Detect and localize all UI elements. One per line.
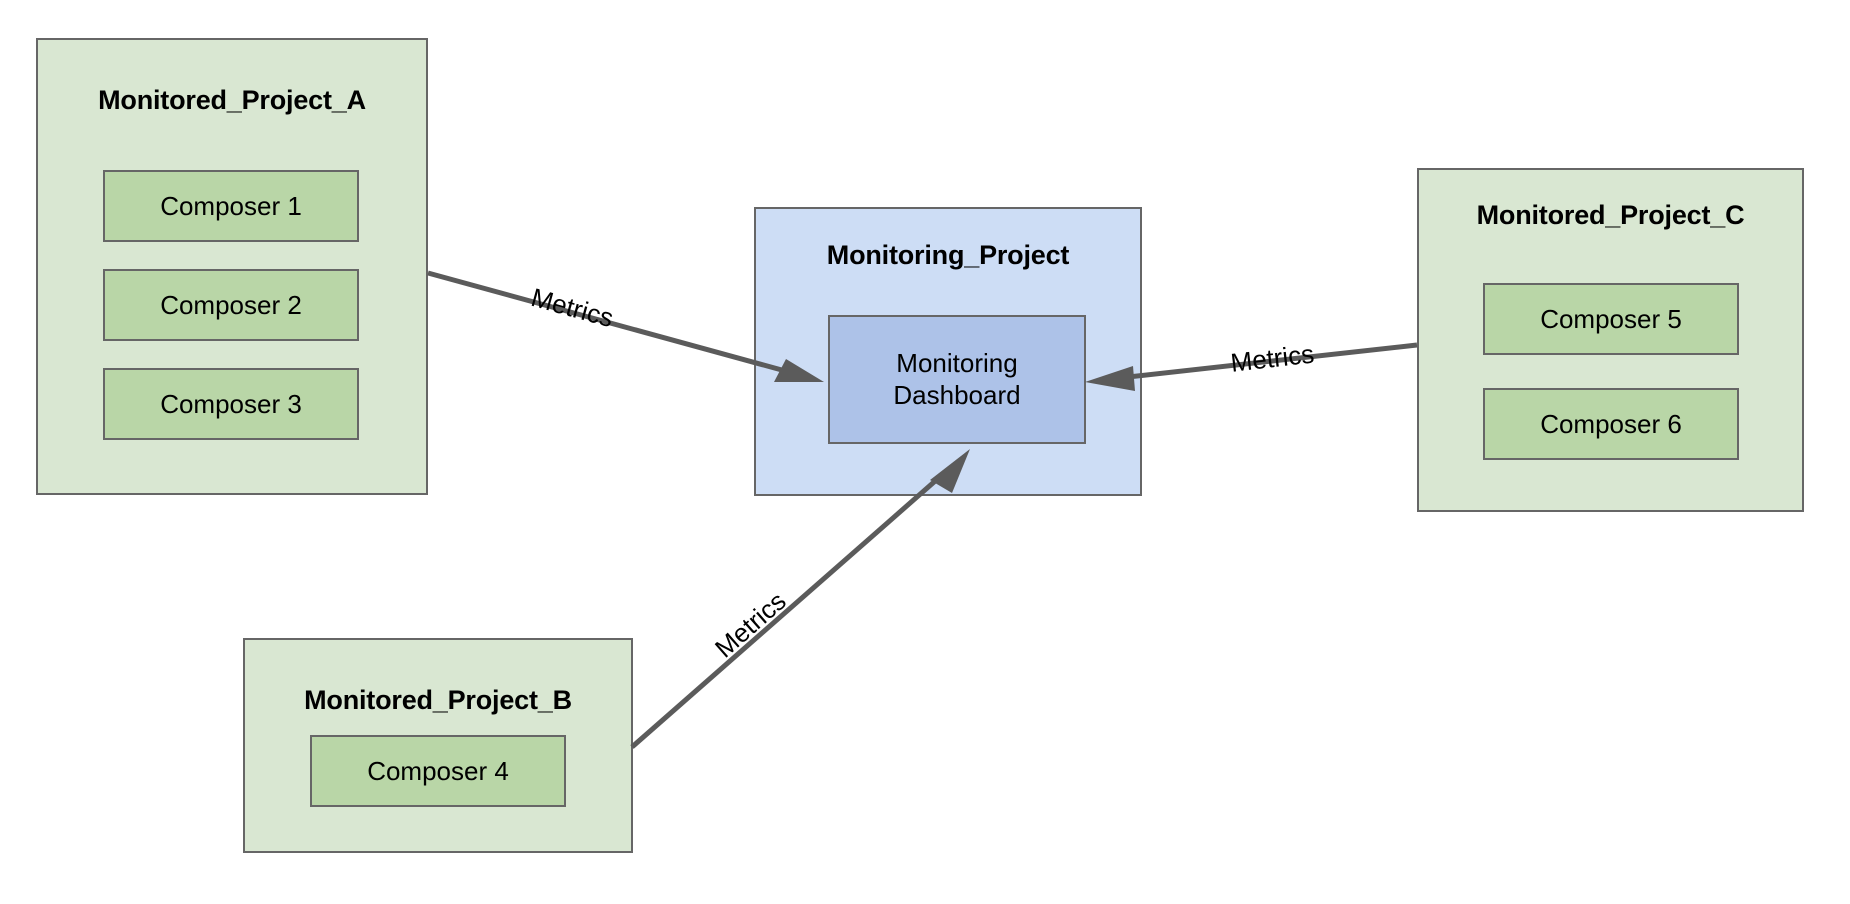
group-title-monitoring-project: Monitoring_Project xyxy=(826,240,1070,270)
group-monitoring-project[interactable]: Monitoring_Project Monitoring Dashboard xyxy=(754,207,1142,496)
edge-c-to-monitoring xyxy=(1085,342,1418,391)
group-monitored-project-c[interactable]: Monitored_Project_C Composer 5 Composer … xyxy=(1417,168,1804,512)
group-title-project-b: Monitored_Project_B xyxy=(304,685,572,715)
group-monitored-project-b[interactable]: Monitored_Project_B Composer 4 xyxy=(243,638,633,853)
edge-b-arrowhead xyxy=(930,449,970,493)
edge-a-to-monitoring xyxy=(427,270,824,382)
composer-5-label: Composer 5 xyxy=(1540,303,1682,334)
composer-5-box[interactable]: Composer 5 xyxy=(1483,283,1739,355)
composer-6-label: Composer 6 xyxy=(1540,408,1682,439)
composer-1-label: Composer 1 xyxy=(160,190,302,221)
edge-a-line xyxy=(427,270,801,378)
edge-b-to-monitoring xyxy=(630,449,970,749)
monitoring-dashboard-label-line1: Monitoring xyxy=(896,347,1018,378)
composer-2-box[interactable]: Composer 2 xyxy=(103,269,359,341)
composer-6-box[interactable]: Composer 6 xyxy=(1483,388,1739,460)
monitoring-dashboard-box[interactable]: Monitoring Dashboard xyxy=(828,315,1086,444)
composer-3-box[interactable]: Composer 3 xyxy=(103,368,359,440)
group-monitored-project-a[interactable]: Monitored_Project_A Composer 1 Composer … xyxy=(36,38,428,495)
group-title-project-a: Monitored_Project_A xyxy=(98,85,366,115)
composer-4-label: Composer 4 xyxy=(367,755,509,786)
composer-2-label: Composer 2 xyxy=(160,289,302,320)
composer-1-box[interactable]: Composer 1 xyxy=(103,170,359,242)
edge-b-line xyxy=(630,466,952,749)
edge-a-arrowhead xyxy=(774,359,824,382)
group-title-project-c: Monitored_Project_C xyxy=(1476,200,1745,230)
edge-c-arrowhead xyxy=(1085,366,1135,391)
composer-4-box[interactable]: Composer 4 xyxy=(310,735,566,807)
monitoring-dashboard-label-line2: Dashboard xyxy=(893,379,1021,410)
edge-c-line xyxy=(1109,342,1418,382)
composer-3-label: Composer 3 xyxy=(160,388,302,419)
